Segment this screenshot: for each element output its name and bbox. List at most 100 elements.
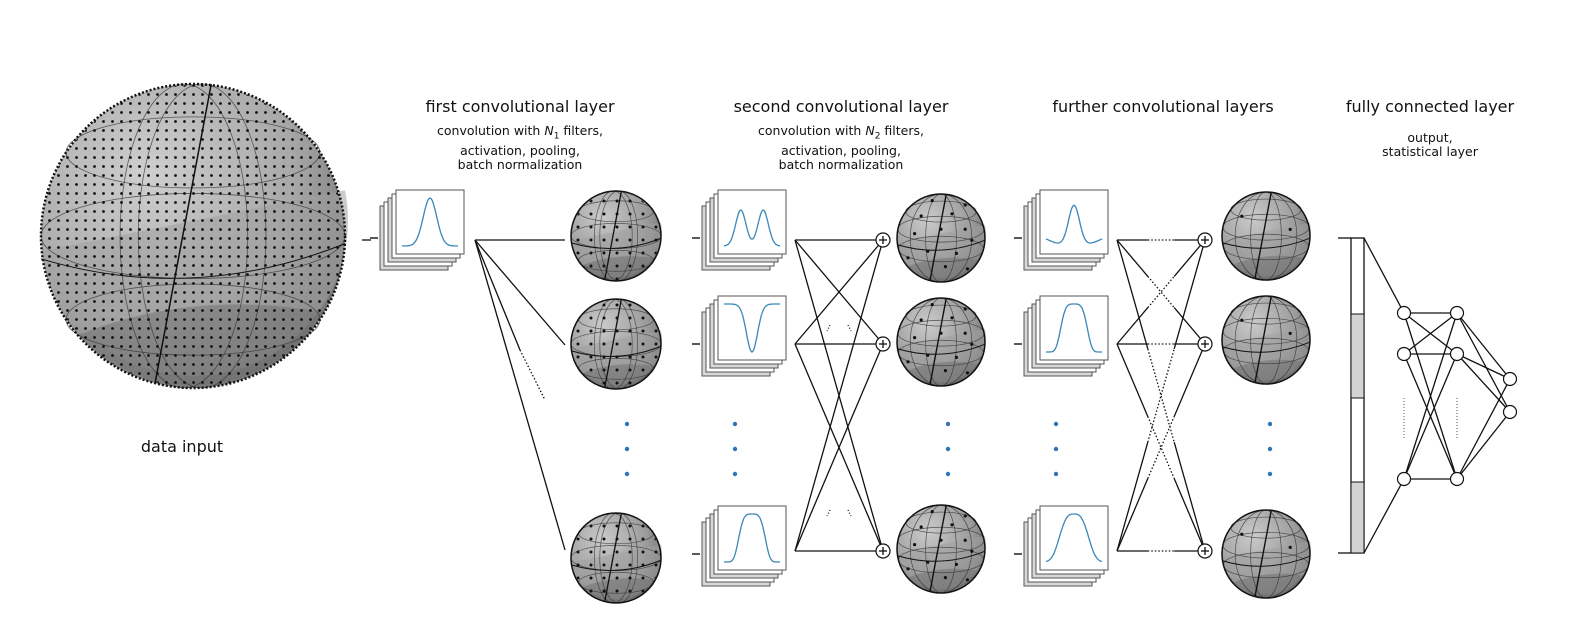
sample-point bbox=[954, 251, 959, 255]
sphere-outline bbox=[1221, 295, 1311, 385]
sample-point bbox=[939, 331, 943, 335]
layer3-connection bbox=[1173, 343, 1206, 417]
filter-curve bbox=[724, 303, 780, 353]
sphere-outline bbox=[896, 297, 986, 387]
layer3-connection bbox=[1173, 239, 1206, 350]
layer3-connection-dotted bbox=[1147, 416, 1175, 479]
layer1-connection bbox=[474, 239, 566, 551]
sample-point bbox=[1240, 532, 1244, 536]
sphere-shade-dark bbox=[1233, 359, 1304, 384]
sphere-shade-dark bbox=[1233, 573, 1304, 598]
layer2-dotted bbox=[847, 509, 852, 517]
layer2-connection bbox=[794, 239, 884, 552]
layer1-sub-idx: 1 bbox=[553, 131, 560, 142]
sample-point bbox=[913, 543, 917, 547]
ellipsis-dot bbox=[732, 471, 738, 477]
ellipsis-dot bbox=[1053, 421, 1059, 427]
sample-point bbox=[963, 203, 967, 207]
filter-front-sheet bbox=[395, 189, 465, 255]
sphere-outline bbox=[1221, 191, 1311, 281]
ellipsis-dot bbox=[732, 446, 738, 452]
layer3-connection bbox=[1173, 441, 1206, 552]
fc-layer-subtitle: output, statistical layer bbox=[1320, 131, 1540, 159]
sample-point bbox=[965, 578, 970, 582]
layer2-output-sphere-1 bbox=[896, 297, 986, 387]
sample-point bbox=[913, 336, 917, 340]
fc-neuron bbox=[1449, 305, 1465, 321]
filter-curve bbox=[723, 209, 781, 247]
layer2-sub-suffix: filters, bbox=[880, 123, 924, 138]
filter-curve bbox=[1045, 513, 1103, 563]
layer1-output-sphere-2 bbox=[570, 512, 662, 604]
sphere-sample-points bbox=[42, 85, 344, 387]
fc-vector-segment bbox=[1350, 481, 1365, 554]
sample-point bbox=[926, 353, 930, 357]
layer1-connection-dotted bbox=[519, 349, 546, 401]
fc-connection bbox=[1456, 411, 1511, 480]
layer1-connection bbox=[474, 239, 566, 346]
fc-connection bbox=[1363, 478, 1405, 554]
sphere-sample-points bbox=[572, 300, 660, 388]
layer3-connection bbox=[1173, 307, 1206, 345]
layer2-output-sphere-0 bbox=[896, 193, 986, 283]
sphere-outline bbox=[570, 190, 662, 282]
layer2-filter-stack-0 bbox=[692, 189, 787, 271]
sample-point bbox=[939, 227, 943, 231]
layer1-filter-stack bbox=[370, 189, 465, 271]
layer3-connection bbox=[1116, 343, 1149, 417]
filter-front-sheet bbox=[1039, 189, 1109, 255]
sample-point bbox=[963, 538, 967, 542]
fc-neuron bbox=[1449, 471, 1465, 487]
fc-connection bbox=[1403, 312, 1458, 355]
filter-front-sheet bbox=[717, 295, 787, 361]
layer3-connection bbox=[1116, 239, 1149, 277]
sphere-outline bbox=[896, 193, 986, 283]
layer2-sub-line3: batch normalization bbox=[778, 156, 904, 172]
sample-point bbox=[950, 212, 954, 216]
equator-line bbox=[1221, 555, 1311, 567]
ellipsis-dot bbox=[624, 421, 630, 427]
meridian-line bbox=[1254, 509, 1272, 597]
equator-line bbox=[896, 343, 986, 355]
sample-point bbox=[1240, 318, 1244, 322]
filter-curve bbox=[402, 197, 458, 247]
fc-connection bbox=[1403, 353, 1458, 480]
ellipsis-dot bbox=[1267, 446, 1273, 452]
layer2-dotted bbox=[826, 509, 831, 517]
layer2-sub-idx: 2 bbox=[874, 131, 881, 142]
layer1-output-sphere-1 bbox=[570, 298, 662, 390]
sample-point bbox=[930, 510, 934, 514]
layer3-connection-dotted bbox=[1147, 416, 1175, 479]
fc-connection bbox=[1456, 353, 1511, 413]
fc-vector-segment bbox=[1350, 313, 1365, 399]
ellipsis-dot bbox=[732, 421, 738, 427]
fc-connection bbox=[1456, 378, 1511, 480]
fc-neuron bbox=[1396, 346, 1412, 362]
layer3-connection bbox=[1116, 441, 1149, 552]
meridian-line bbox=[1254, 295, 1272, 383]
meridian-line bbox=[929, 297, 947, 385]
layer1-sub-line2: activation, pooling, bbox=[460, 142, 580, 158]
fc-neuron bbox=[1396, 305, 1412, 321]
sample-point bbox=[970, 549, 974, 553]
layer3-connection bbox=[1173, 239, 1206, 277]
layer3-filter-stack-0 bbox=[1014, 189, 1109, 271]
sample-point bbox=[906, 256, 910, 260]
sample-point bbox=[963, 514, 967, 518]
layer2-sum-node-2 bbox=[875, 543, 891, 559]
sample-point bbox=[930, 199, 934, 203]
sample-point bbox=[1288, 227, 1292, 231]
sample-point bbox=[919, 525, 923, 529]
sphere-outline bbox=[570, 512, 662, 604]
meridian-line bbox=[929, 193, 947, 281]
sample-point bbox=[906, 567, 910, 571]
sample-point bbox=[963, 227, 967, 231]
layer3-output-sphere-0 bbox=[1221, 191, 1311, 281]
sphere-shade-dark bbox=[908, 257, 979, 282]
ellipsis-dot bbox=[1267, 421, 1273, 427]
layer2-filter-stack-1 bbox=[692, 295, 787, 377]
filter-curve bbox=[1046, 303, 1102, 353]
sample-point bbox=[965, 371, 970, 375]
layer2-subtitle: convolution with N2 filters, activation,… bbox=[700, 124, 982, 172]
